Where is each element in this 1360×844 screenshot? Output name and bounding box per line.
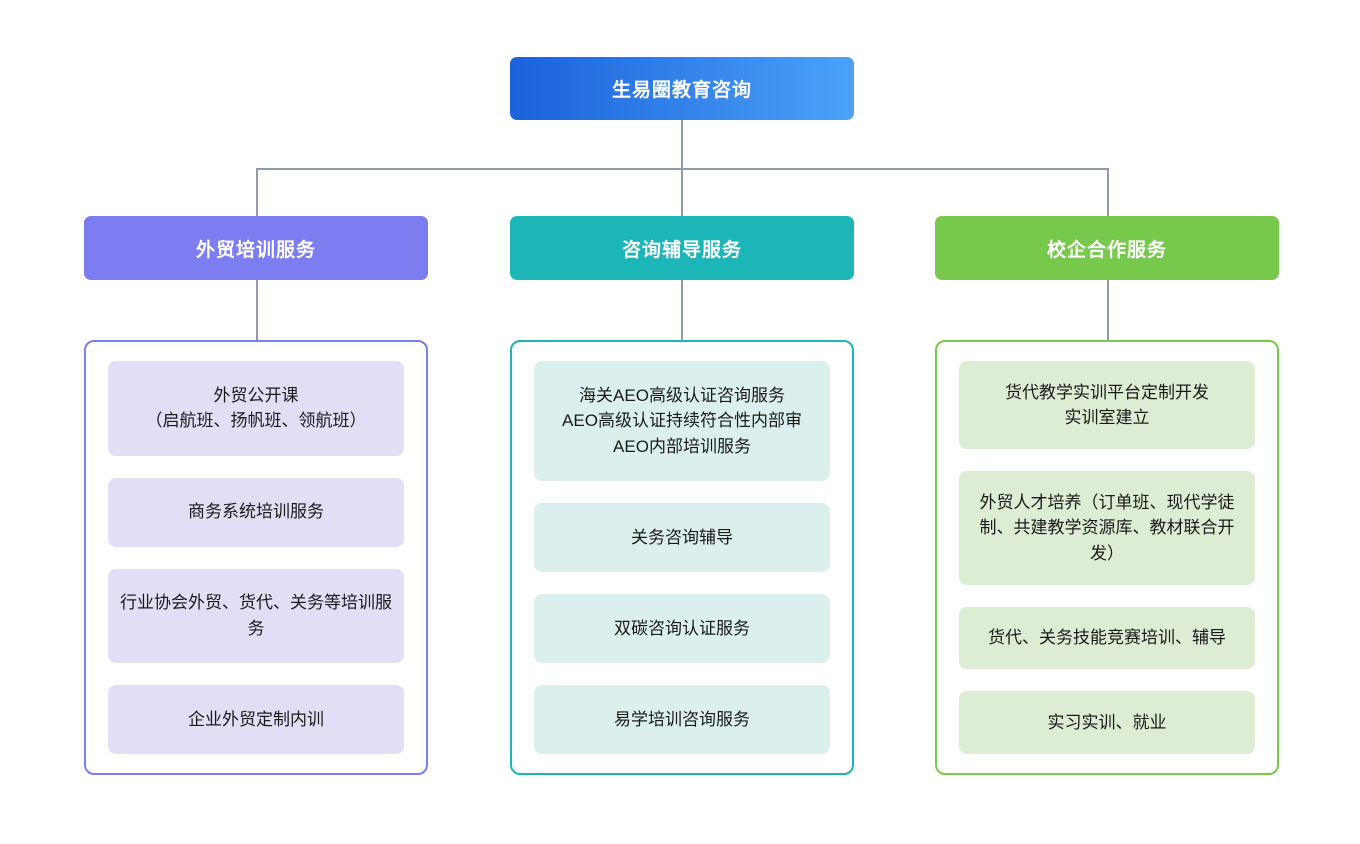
connector-drop-col-2 <box>681 168 683 216</box>
list-item[interactable]: 海关AEO高级认证咨询服务 AEO高级认证持续符合性内部审 AEO内部培训服务 <box>534 361 830 481</box>
connector-root-stem <box>681 120 683 168</box>
column-header-1-label: 外贸培训服务 <box>195 239 316 261</box>
column-box-3: 货代教学实训平台定制开发 实训室建立 外贸人才培养（订单班、现代学徒制、共建教学… <box>935 340 1279 775</box>
column-box-2: 海关AEO高级认证咨询服务 AEO高级认证持续符合性内部审 AEO内部培训服务 … <box>510 340 854 775</box>
connector-header-to-box-col-2 <box>681 280 683 340</box>
column-header-2-label: 咨询辅导服务 <box>621 239 742 261</box>
list-item[interactable]: 商务系统培训服务 <box>108 477 404 547</box>
connector-drop-col-1 <box>256 168 258 216</box>
list-item[interactable]: 双碳咨询认证服务 <box>534 594 830 663</box>
connector-drop-col-3 <box>1107 168 1109 216</box>
connector-header-to-box-col-1 <box>256 280 258 340</box>
list-item[interactable]: 企业外贸定制内训 <box>108 685 404 754</box>
root-node[interactable]: 生易圈教育咨询 <box>510 57 854 120</box>
column-header-1[interactable]: 外贸培训服务 <box>84 216 428 280</box>
list-item[interactable]: 实习实训、就业 <box>959 691 1255 754</box>
list-item[interactable]: 关务咨询辅导 <box>534 503 830 572</box>
list-item[interactable]: 外贸人才培养（订单班、现代学徒制、共建教学资源库、教材联合开发） <box>959 471 1255 585</box>
list-item[interactable]: 行业协会外贸、货代、关务等培训服务 <box>108 568 404 663</box>
column-box-1: 外贸公开课 （启航班、扬帆班、领航班） 商务系统培训服务 行业协会外贸、货代、关… <box>84 340 428 775</box>
connector-header-to-box-col-3 <box>1107 280 1109 340</box>
list-item[interactable]: 货代教学实训平台定制开发 实训室建立 <box>959 361 1255 450</box>
column-header-3-label: 校企合作服务 <box>1046 239 1167 261</box>
list-item[interactable]: 外贸公开课 （启航班、扬帆班、领航班） <box>108 361 404 456</box>
column-header-2[interactable]: 咨询辅导服务 <box>510 216 854 280</box>
list-item[interactable]: 易学培训咨询服务 <box>534 685 830 754</box>
list-item[interactable]: 货代、关务技能竞赛培训、辅导 <box>959 606 1255 670</box>
column-header-3[interactable]: 校企合作服务 <box>935 216 1279 280</box>
root-node-label: 生易圈教育咨询 <box>611 80 752 101</box>
